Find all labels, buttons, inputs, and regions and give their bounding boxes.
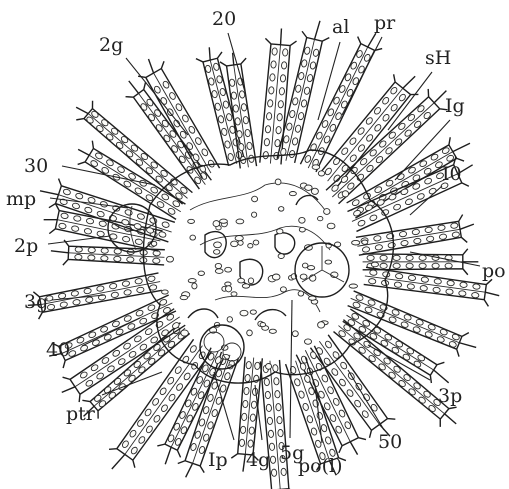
pore bbox=[248, 278, 253, 284]
pore bbox=[272, 274, 280, 280]
pore bbox=[252, 196, 258, 202]
pore bbox=[238, 278, 245, 283]
pore bbox=[318, 216, 323, 220]
organism-body bbox=[26, 17, 502, 489]
radial-arm bbox=[255, 27, 298, 165]
label-3g: 3g bbox=[24, 291, 48, 313]
pore bbox=[231, 292, 237, 296]
label-I0: I0 bbox=[442, 163, 462, 185]
pore bbox=[250, 310, 256, 314]
pore bbox=[188, 279, 196, 283]
pore bbox=[188, 219, 195, 223]
pore bbox=[302, 263, 308, 268]
pore bbox=[213, 221, 220, 227]
label-3p: 3p bbox=[438, 385, 462, 407]
pore bbox=[277, 229, 283, 234]
label-20: 20 bbox=[212, 8, 236, 30]
pore bbox=[289, 192, 296, 196]
pore bbox=[362, 240, 368, 244]
radial-arms bbox=[26, 17, 502, 489]
pore bbox=[215, 269, 223, 274]
pore bbox=[253, 240, 259, 245]
pore bbox=[327, 223, 335, 229]
label-po: po bbox=[482, 260, 506, 282]
pore bbox=[180, 296, 188, 300]
label-2g: 2g bbox=[99, 34, 123, 56]
pore bbox=[260, 323, 265, 327]
pore bbox=[227, 317, 232, 322]
pore bbox=[325, 260, 332, 264]
pore bbox=[312, 165, 320, 170]
pore bbox=[215, 263, 221, 268]
pore bbox=[300, 274, 307, 279]
pore bbox=[226, 286, 232, 292]
label-2p: 2p bbox=[14, 235, 38, 257]
pore bbox=[192, 283, 197, 289]
pore bbox=[220, 219, 228, 223]
pore bbox=[235, 236, 243, 241]
pore bbox=[214, 242, 222, 248]
pore bbox=[266, 364, 272, 370]
pore bbox=[252, 212, 257, 217]
central-mass bbox=[143, 150, 393, 383]
pore bbox=[305, 339, 312, 344]
pore bbox=[371, 262, 378, 267]
label-Ig: Ig bbox=[445, 95, 465, 117]
pore bbox=[342, 191, 348, 197]
label-ptr: ptr bbox=[66, 403, 96, 425]
pore bbox=[242, 284, 249, 288]
pore bbox=[162, 290, 169, 294]
pore bbox=[299, 217, 305, 223]
pore bbox=[278, 254, 284, 259]
pore bbox=[279, 207, 284, 212]
pore bbox=[248, 244, 253, 248]
pore bbox=[318, 322, 325, 328]
label-al: al bbox=[332, 16, 349, 38]
pore bbox=[231, 241, 238, 247]
label-50: 50 bbox=[378, 431, 402, 453]
label-pol: po(l) bbox=[298, 455, 343, 477]
pore bbox=[225, 267, 232, 272]
label-mp: mp bbox=[6, 188, 36, 210]
pore bbox=[299, 227, 305, 232]
pore bbox=[167, 256, 174, 262]
pore bbox=[308, 266, 315, 270]
pore bbox=[275, 179, 281, 185]
pore bbox=[280, 287, 286, 292]
label-30: 30 bbox=[24, 155, 48, 177]
pore bbox=[269, 329, 276, 333]
pore bbox=[305, 185, 312, 190]
pore bbox=[298, 291, 304, 296]
label-Ip: Ip bbox=[208, 449, 228, 471]
pore bbox=[240, 310, 248, 316]
pore bbox=[292, 331, 298, 337]
pore bbox=[318, 171, 324, 176]
pore bbox=[190, 235, 196, 240]
pore bbox=[247, 330, 253, 336]
label-pr: pr bbox=[374, 12, 396, 34]
pore bbox=[311, 188, 318, 194]
pore bbox=[214, 250, 220, 255]
pore bbox=[236, 219, 244, 224]
pore bbox=[198, 271, 204, 275]
pore bbox=[181, 330, 189, 336]
pore bbox=[349, 284, 357, 288]
mass-pores bbox=[151, 165, 378, 369]
pore bbox=[324, 209, 330, 215]
label-4g: 4g bbox=[246, 449, 270, 471]
pore bbox=[352, 240, 360, 245]
label-sH: sH bbox=[425, 47, 451, 69]
vesicle-right bbox=[295, 243, 349, 297]
label-40: 40 bbox=[46, 339, 70, 361]
